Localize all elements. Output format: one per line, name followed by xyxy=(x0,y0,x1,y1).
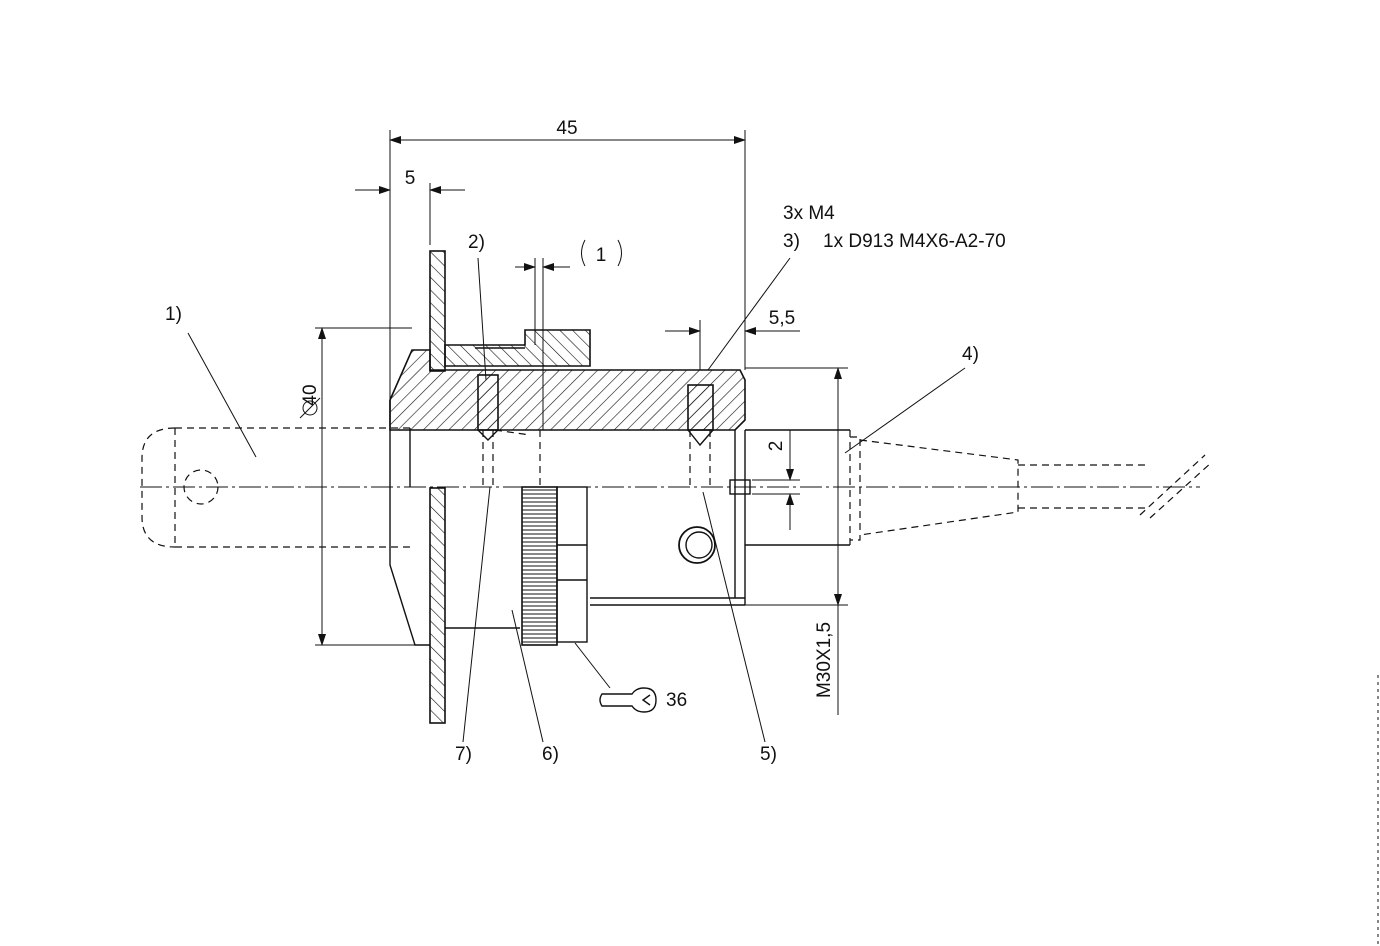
flange-plate-upper xyxy=(429,250,446,372)
hole-5-inner xyxy=(685,531,713,559)
dim-m30-label: M30X1,5 xyxy=(814,622,835,698)
handle-part-1 xyxy=(141,427,410,548)
screw-note-line2: 1x D913 M4X6-A2-70 xyxy=(823,231,1006,252)
screw-note-line1: 3x M4 xyxy=(783,203,835,224)
dim-45-label: 45 xyxy=(556,118,577,139)
knurled-nut xyxy=(521,486,558,646)
hole-5-outer xyxy=(678,526,716,564)
dim-1-label: 1 xyxy=(596,245,607,266)
diameter-symbol xyxy=(299,397,321,419)
set-screw-3 xyxy=(687,384,714,431)
callout-4: 4) xyxy=(962,344,979,365)
hidden-lines xyxy=(482,429,851,545)
callout-6: 6) xyxy=(542,744,559,765)
flange-plate-lower xyxy=(429,487,446,724)
set-screw-7 xyxy=(477,374,499,431)
cable-gland xyxy=(850,436,1213,541)
callout-7: 7) xyxy=(455,744,472,765)
callout-3: 3) xyxy=(783,231,800,252)
dim-5-label: 5 xyxy=(405,168,416,189)
wrench-size-label: 36 xyxy=(666,690,687,711)
wrench-icon xyxy=(574,642,657,713)
dim-5-5-label: 5,5 xyxy=(769,308,795,329)
body-outline xyxy=(389,400,850,646)
nut-hex xyxy=(556,486,588,643)
callout-1: 1) xyxy=(165,304,182,325)
callout-2: 2) xyxy=(468,232,485,253)
dim-2-label: 2 xyxy=(766,441,787,452)
dim-dia-40-label: 40 xyxy=(300,384,321,405)
callout-5: 5) xyxy=(760,744,777,765)
